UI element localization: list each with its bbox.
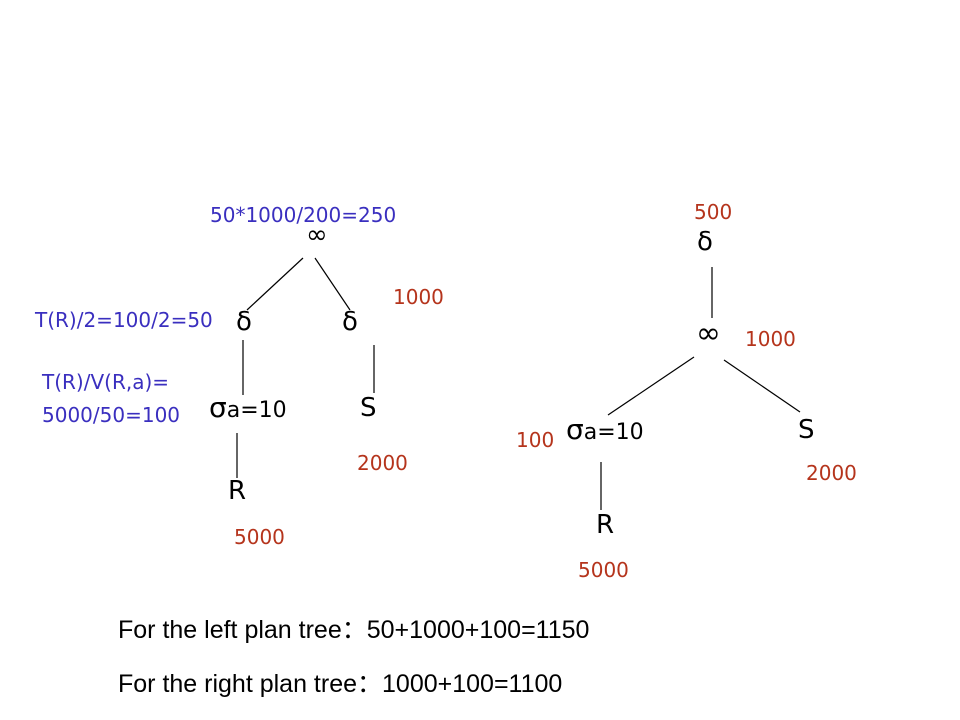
left-relation-r: R [228, 476, 247, 506]
left-delta-right-count: 1000 [393, 285, 444, 309]
right-sigma-condition: a=10 [583, 420, 644, 445]
left-relation-s-count: 2000 [357, 451, 408, 475]
left-sigma-annotation-line2: 5000/50=100 [42, 403, 181, 427]
right-relation-r-count: 5000 [578, 558, 629, 582]
summary-left-plan: For the left plan tree：50+1000+100=1150 [118, 616, 590, 644]
left-sigma-annotation-line1: T(R)/V(R,a)= [42, 370, 170, 394]
right-sigma-node: σa=10 [566, 416, 644, 444]
left-delta-annotation: T(R)/2=100/2=50 [35, 308, 213, 332]
left-sigma-symbol: σ [209, 391, 227, 424]
left-delta-right-symbol: δ [342, 307, 358, 337]
left-join-symbol: ∞ [306, 220, 328, 250]
left-sigma-node: σa=10 [209, 394, 287, 422]
right-relation-s: S [798, 415, 815, 445]
edge-join-to-s [723, 359, 801, 413]
right-sigma-count: 100 [516, 428, 555, 452]
left-join-annotation: 50*1000/200=250 [210, 203, 397, 227]
left-relation-r-count: 5000 [234, 525, 285, 549]
right-relation-r: R [596, 510, 615, 540]
right-join-count: 1000 [745, 327, 796, 351]
summary-right-plan: For the right plan tree：1000+100=1100 [118, 670, 563, 698]
right-sigma-symbol: σ [566, 413, 584, 446]
right-delta-count: 500 [694, 200, 733, 224]
right-join-symbol: ∞ [696, 316, 721, 351]
edge-join-to-right-delta [314, 257, 351, 311]
right-delta-symbol: δ [697, 227, 713, 257]
right-relation-s-count: 2000 [806, 461, 857, 485]
left-delta-left-symbol: δ [236, 307, 252, 337]
edge-join-to-left-delta [246, 257, 304, 311]
left-sigma-condition: a=10 [226, 398, 287, 423]
edge-join-to-sigma [607, 356, 695, 416]
left-relation-s: S [360, 393, 377, 423]
